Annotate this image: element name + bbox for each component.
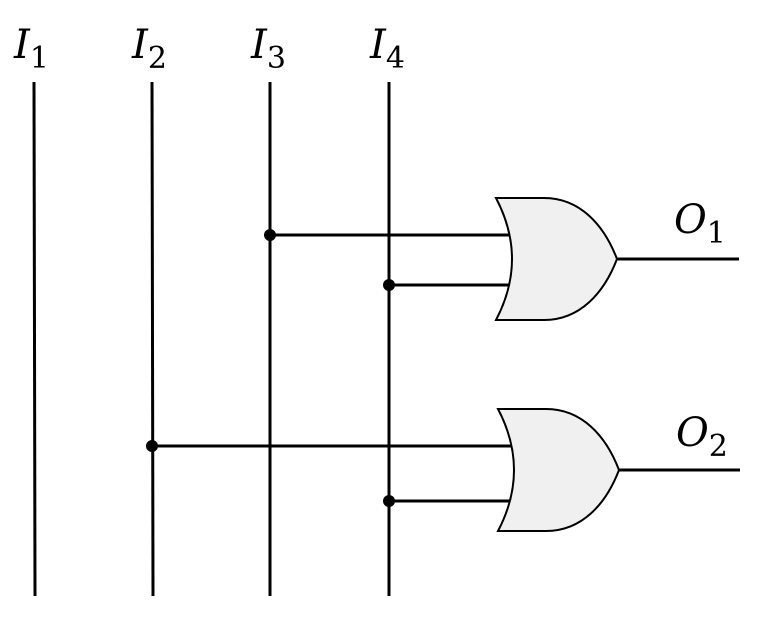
junction-dot-i2-gate2: [146, 440, 158, 452]
output-label-o2: O2: [676, 410, 728, 464]
input-label-i2: I2: [131, 22, 167, 76]
junction-dot-i3-gate1: [264, 229, 276, 241]
input-wire-i2: [150, 81, 155, 597]
input-label-i3: I3: [250, 22, 286, 76]
or-gate-1: [494, 197, 619, 321]
junction-dot-i4-gate2: [383, 495, 395, 507]
output-label-o1: O1: [674, 197, 726, 251]
input-label-i1: I1: [13, 22, 49, 76]
input-wire-i1: [32, 81, 37, 597]
input-label-i4: I4: [369, 22, 405, 76]
junction-dot-i4-gate1: [383, 279, 395, 291]
or-gate-2: [496, 408, 621, 532]
